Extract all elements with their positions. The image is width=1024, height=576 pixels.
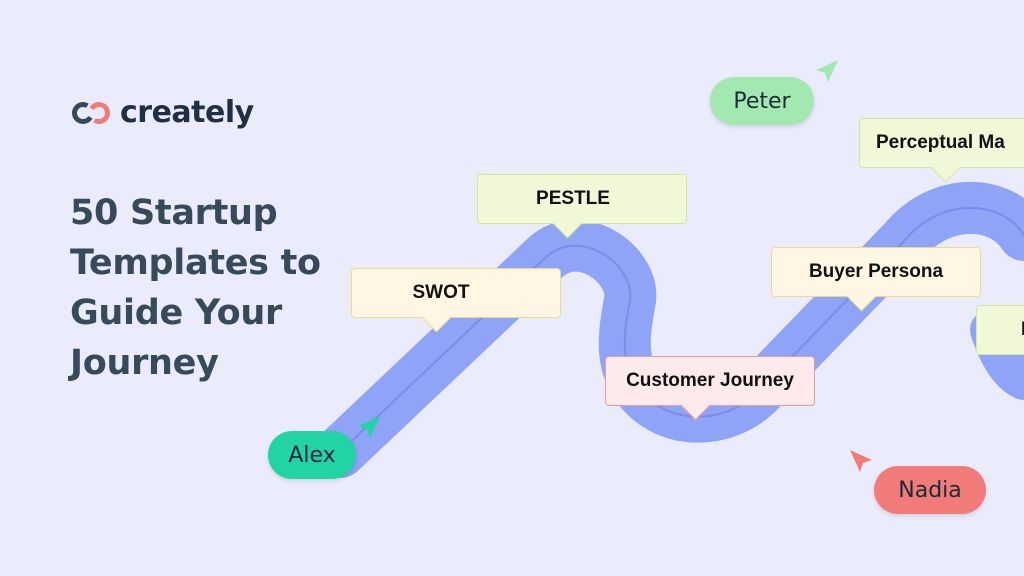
step-label: Perceptual Ma (876, 132, 1005, 153)
step-label: Buyer Persona (808, 261, 944, 282)
step-label: Customer Journey (626, 370, 794, 391)
collaborator-peter: Peter (710, 77, 814, 125)
title-line: Journey (70, 343, 219, 383)
step-partial[interactable]: P (976, 305, 1024, 355)
step-swot[interactable]: SWOT (351, 268, 561, 333)
title-line: Templates to (70, 243, 321, 283)
creately-logo: creately (70, 95, 254, 130)
collaborator-alex: Alex (268, 431, 356, 479)
brand-name: creately (120, 95, 254, 130)
cursor-arrow-icon (850, 450, 872, 472)
title-line: Guide Your (70, 293, 282, 333)
step-label: P (1021, 319, 1024, 341)
collaborator-name: Alex (288, 442, 336, 468)
step-customer-journey[interactable]: Customer Journey (605, 356, 815, 421)
collaborator-name: Peter (733, 88, 791, 114)
step-buyer-persona[interactable]: Buyer Persona (771, 247, 981, 312)
title-line: 50 Startup (70, 193, 278, 233)
cursor-arrow-icon (358, 416, 380, 438)
step-label: PESTLE (536, 188, 610, 209)
step-label: SWOT (412, 282, 470, 303)
collaborator-name: Nadia (898, 477, 962, 503)
step-perceptual-map[interactable]: Perceptual Ma (859, 118, 1024, 183)
step-pestle[interactable]: PESTLE (477, 174, 687, 239)
page-title: 50 Startup Templates to Guide Your Journ… (70, 188, 340, 388)
collaborator-nadia: Nadia (874, 466, 986, 514)
cursor-arrow-icon (816, 60, 838, 82)
creately-logo-icon (71, 101, 110, 124)
